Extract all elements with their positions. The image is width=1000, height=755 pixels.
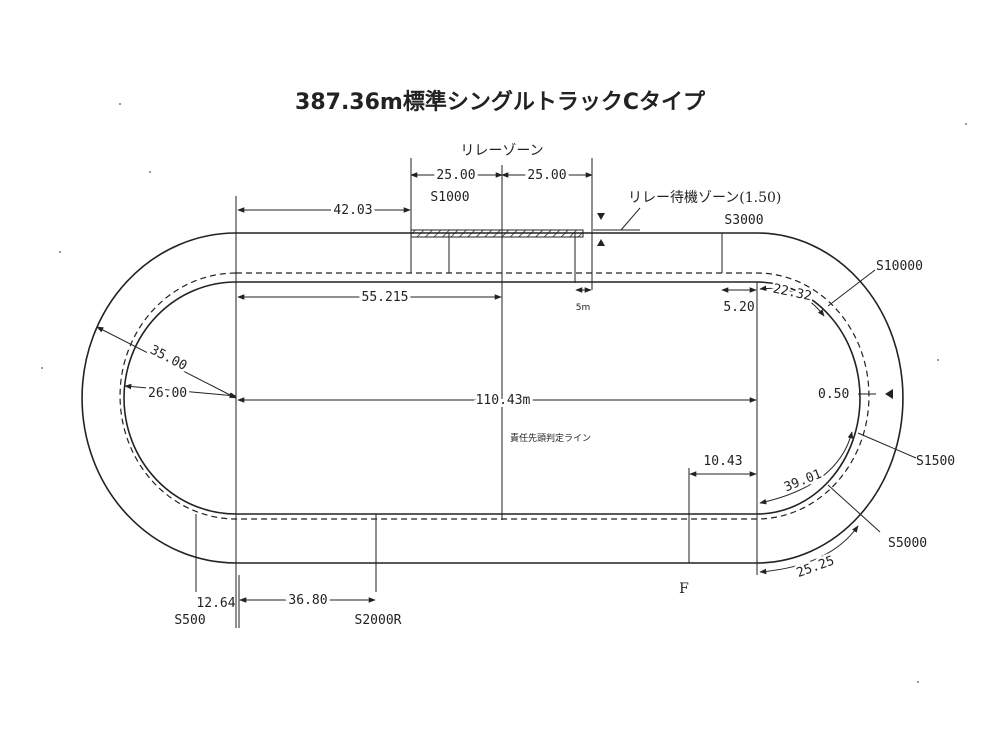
dim-2232-arc	[759, 285, 825, 317]
s500-label: S500	[174, 613, 205, 628]
dim-1264-value: 12.64	[196, 596, 235, 611]
relay-right-value: 25.00	[527, 168, 566, 183]
s1500-label: S1500	[916, 454, 955, 469]
five-m-label: 5m	[576, 303, 591, 313]
finish-label: F	[679, 581, 689, 597]
waiting-up-arrow	[597, 239, 605, 246]
s1500-line	[857, 432, 917, 459]
dim-050-arrow	[885, 389, 893, 399]
dim-42-value: 42.03	[333, 203, 372, 218]
scan-speck	[59, 251, 61, 253]
dim-050-value: 0.50	[818, 387, 849, 402]
dim-110-value: 110.43m	[476, 393, 531, 408]
dim-520-value: 5.20	[723, 300, 754, 315]
s10000-line	[827, 269, 876, 307]
s10000-label: S10000	[876, 259, 923, 274]
dim-2525-arc	[759, 525, 859, 575]
waiting-zone-label: リレー待機ゾーン(1.50)	[628, 190, 781, 206]
scan-speck	[965, 123, 967, 125]
relay-left-value: 25.00	[436, 168, 475, 183]
relay-zone-bar	[410, 229, 584, 238]
diagram-title: 387.36m標準シングルトラックCタイプ	[295, 89, 706, 115]
dim-26-value: 26.00	[148, 386, 187, 401]
scan-speck	[937, 359, 939, 361]
s5000-line	[827, 484, 881, 533]
dim-55-value: 55.215	[362, 290, 409, 305]
dim-35-value: 35.00	[147, 343, 189, 374]
dim-26-line	[124, 383, 237, 399]
dim-2232-value: 22.32	[772, 281, 813, 304]
dim-3901-arc	[759, 431, 854, 505]
s5000-label: S5000	[888, 536, 927, 551]
scan-speck	[149, 171, 151, 173]
scan-speck	[119, 103, 121, 105]
s2000r-label: S2000R	[355, 613, 402, 628]
s3000-label: S3000	[724, 213, 763, 228]
waiting-zone-leader	[620, 207, 641, 231]
dim-3680-value: 36.80	[288, 593, 327, 608]
dim-2525-value: 25.25	[795, 554, 837, 581]
waiting-down-arrow	[597, 213, 605, 220]
judgement-line-note: 責任先頭判定ライン	[510, 432, 591, 444]
dim-1043-value: 10.43	[703, 454, 742, 469]
s1000-label: S1000	[430, 190, 469, 205]
relay-zone-label: リレーゾーン	[460, 143, 543, 159]
scan-speck	[41, 367, 43, 369]
scan-speck	[917, 681, 919, 683]
